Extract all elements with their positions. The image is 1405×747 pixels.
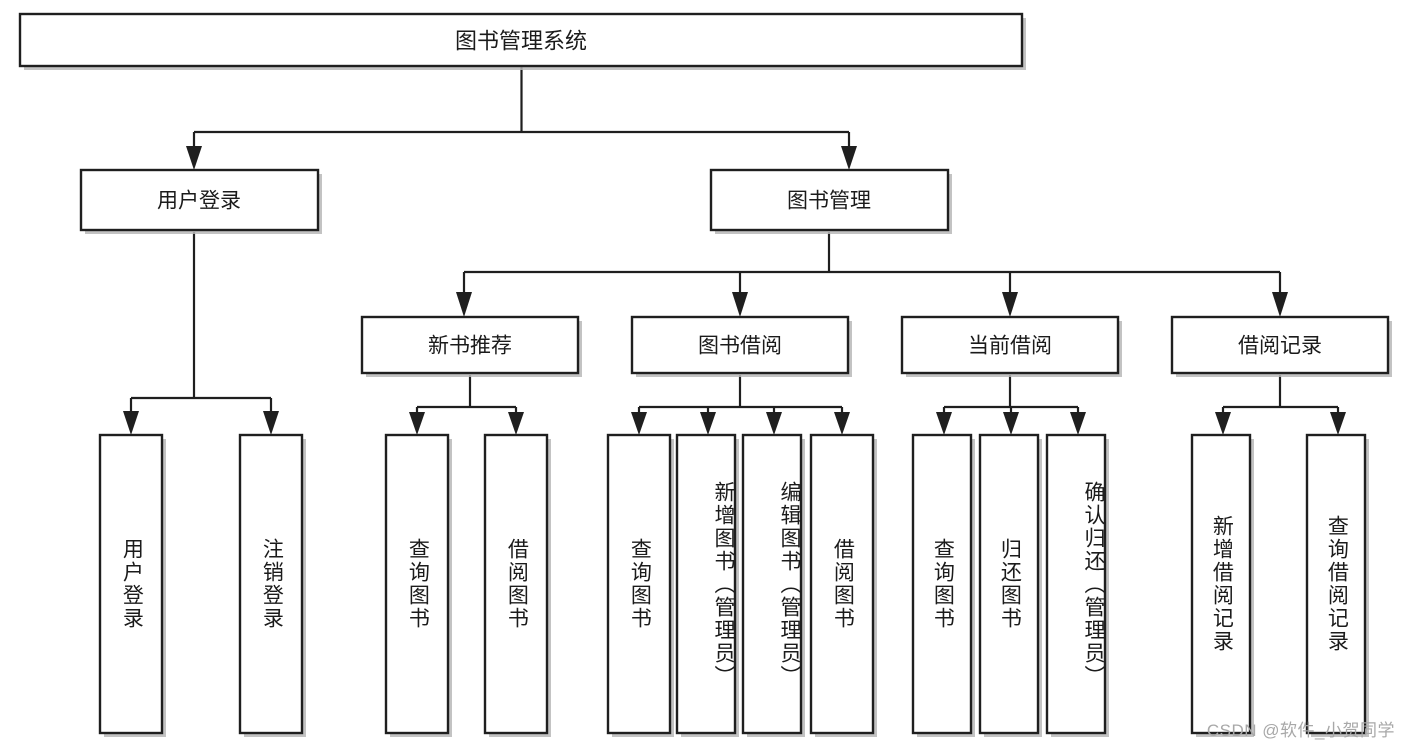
csdn-watermark: CSDN @软件_小贺同学 [1206,721,1395,740]
node-leaf-query-book-3[interactable] [911,433,975,737]
arrow-head-icon [123,411,139,435]
arrow-head-icon [1330,412,1346,435]
node-root[interactable]: 图书管理系统 [18,12,1026,70]
connectors-book-borrow-to-leaves [631,375,850,435]
arrow-head-icon [841,146,857,170]
node-new-book-recommend-label: 新书推荐 [428,335,512,358]
arrow-head-icon [508,412,524,435]
arrow-head-icon [1272,292,1288,317]
node-current-borrow[interactable]: 当前借阅 [900,315,1122,377]
node-leaf-logout[interactable] [238,433,306,737]
arrow-head-icon [631,412,647,435]
arrow-head-icon [834,412,850,435]
connectors-new-book-recommend-to-leaves [409,375,524,435]
arrow-head-icon [1215,412,1231,435]
node-new-book-recommend[interactable]: 新书推荐 [360,315,582,377]
arrow-head-icon [936,412,952,435]
node-leaf-query-book-1[interactable] [384,433,452,737]
arrow-head-icon [456,292,472,317]
connectors-current-borrow-to-leaves [936,375,1086,435]
node-leaf-query-record[interactable] [1305,433,1369,737]
arrow-head-icon [700,412,716,435]
arrow-head-icon [1070,412,1086,435]
connectors-user-login-to-leaves [123,232,279,435]
node-book-borrow-label: 图书借阅 [698,335,782,358]
node-leaf-edit-book[interactable] [741,433,805,737]
node-current-borrow-label: 当前借阅 [968,335,1052,358]
node-leaf-user-login[interactable] [98,433,166,737]
arrow-head-icon [766,412,782,435]
node-leaf-confirm-return[interactable] [1045,433,1109,737]
node-leaf-query-book-2[interactable] [606,433,674,737]
node-book-manage[interactable]: 图书管理 [709,168,952,234]
connectors-borrow-record-to-leaves [1215,375,1346,435]
node-borrow-record[interactable]: 借阅记录 [1170,315,1392,377]
node-book-borrow[interactable]: 图书借阅 [630,315,852,377]
node-root-label: 图书管理系统 [455,29,587,54]
node-leaf-add-book[interactable] [675,433,739,737]
arrow-head-icon [732,292,748,317]
node-borrow-record-label: 借阅记录 [1238,335,1322,358]
arrow-head-icon [1003,412,1019,435]
node-user-login-label: 用户登录 [157,190,241,213]
node-leaf-borrow-book-1[interactable] [483,433,551,737]
arrow-head-icon [409,412,425,435]
arrow-head-icon [186,146,202,170]
node-leaf-borrow-book-2[interactable] [809,433,877,737]
node-leaf-return-book[interactable] [978,433,1042,737]
node-user-login[interactable]: 用户登录 [79,168,322,234]
arrow-head-icon [263,411,279,435]
connectors-root-to-level2 [186,67,857,170]
node-book-manage-label: 图书管理 [787,190,871,213]
node-leaf-add-record[interactable] [1190,433,1254,737]
arrow-head-icon [1002,292,1018,317]
connectors-book-manage-to-level3 [456,232,1288,317]
